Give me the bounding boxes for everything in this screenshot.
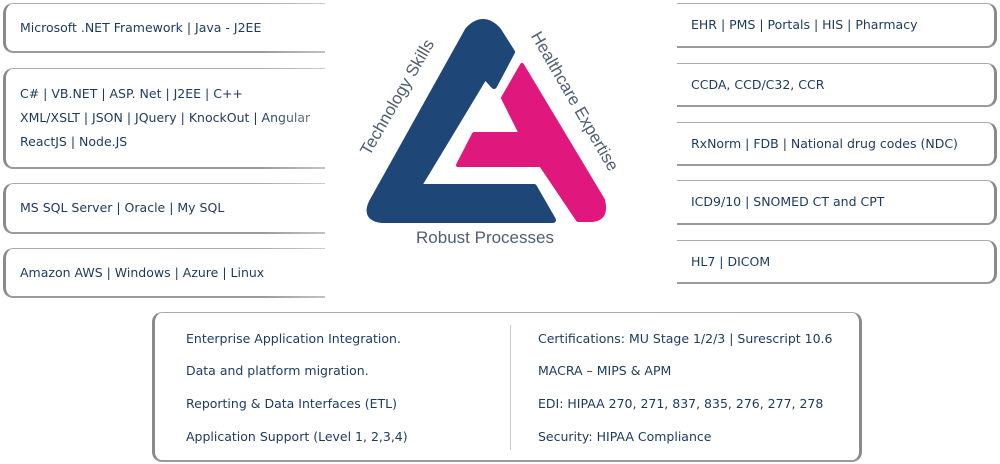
box-line: HL7 | DICOM (691, 253, 771, 269)
left-box-languages: C# | VB.NET | ASP. Net | J2EE | C++ XML/… (3, 68, 325, 169)
bottom-box-compliance (512, 312, 862, 462)
box-line: EHR | PMS | Portals | HIS | Pharmacy (691, 17, 918, 32)
right-box-standards: HL7 | DICOM (677, 240, 997, 284)
box-line: ICD9/10 | SNOMED CT and CPT (691, 194, 885, 209)
right-box-documents: CCDA, CCD/C32, CCR (677, 63, 997, 107)
box-line: ReactJS | Node.JS (20, 134, 128, 149)
box-line: CCDA, CCD/C32, CCR (691, 76, 825, 92)
compliance-item: Security: HIPAA Compliance (538, 429, 712, 444)
left-box-platforms: Amazon AWS | Windows | Azure | Linux (3, 248, 325, 298)
box-line: Amazon AWS | Windows | Azure | Linux (20, 264, 265, 280)
box-line: Microsoft .NET Framework | Java - J2EE (20, 19, 262, 35)
bottom-divider (510, 325, 511, 450)
right-box-coding: ICD9/10 | SNOMED CT and CPT (677, 180, 997, 225)
left-box-databases: MS SQL Server | Oracle | My SQL (3, 183, 325, 234)
left-box-frameworks: Microsoft .NET Framework | Java - J2EE (3, 3, 325, 53)
logo-pink-shape (456, 63, 607, 222)
compliance-item: MACRA – MIPS & APM (538, 363, 672, 378)
box-line: RxNorm | FDB | National drug codes (NDC) (691, 135, 958, 151)
logo-blue-shape (366, 19, 556, 223)
compliance-item: EDI: HIPAA 270, 271, 837, 835, 276, 277,… (538, 396, 824, 411)
service-item: Application Support (Level 1, 2,3,4) (186, 429, 408, 444)
service-item: Enterprise Application Integration. (186, 331, 401, 346)
box-line: XML/XSLT | JSON | JQuery | KnockOut | An… (20, 110, 311, 125)
bottom-box-services (152, 312, 512, 462)
service-item: Reporting & Data Interfaces (ETL) (186, 396, 397, 411)
right-box-drug-codes: RxNorm | FDB | National drug codes (NDC) (677, 122, 997, 166)
logo-robust-processes-label: Robust Processes (416, 228, 554, 247)
right-box-systems: EHR | PMS | Portals | HIS | Pharmacy (677, 3, 997, 48)
box-line: C# | VB.NET | ASP. Net | J2EE | C++ (20, 86, 243, 101)
service-item: Data and platform migration. (186, 363, 369, 378)
box-line: MS SQL Server | Oracle | My SQL (20, 200, 225, 215)
compliance-item: Certifications: MU Stage 1/2/3 | Surescr… (538, 331, 833, 346)
